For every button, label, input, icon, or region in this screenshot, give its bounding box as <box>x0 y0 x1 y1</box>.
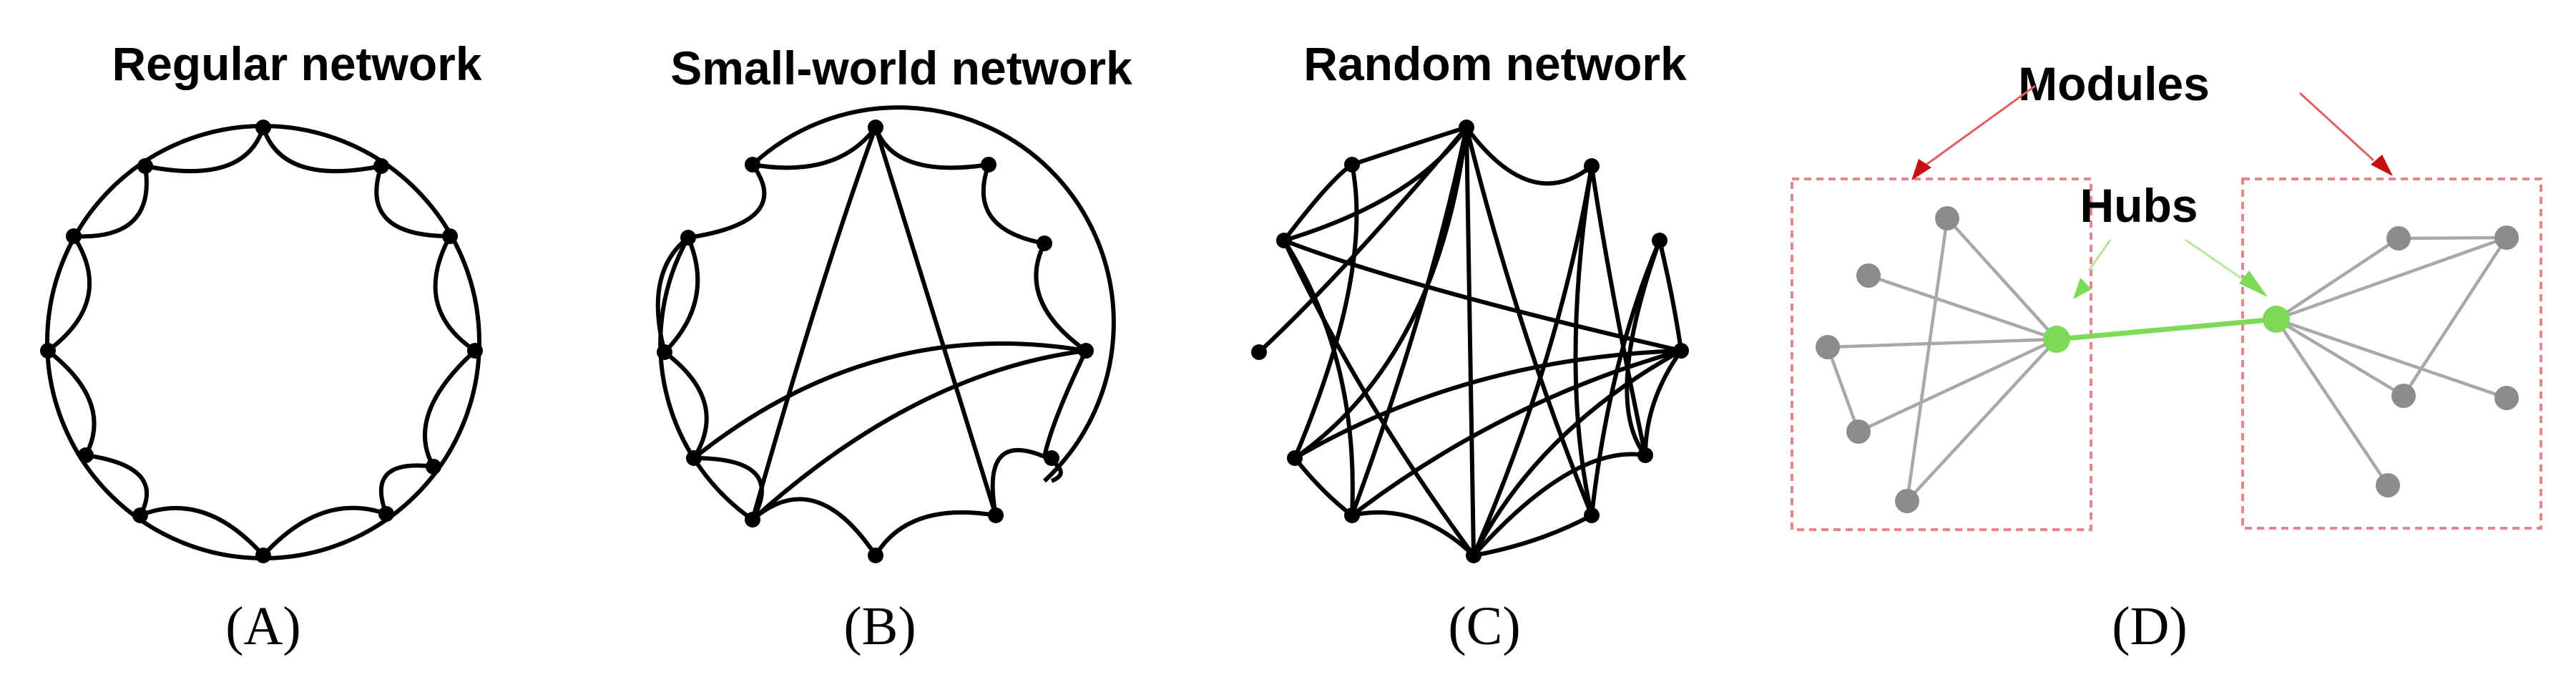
caption-b: (B) <box>843 596 916 656</box>
ring-arc-lower <box>658 236 754 522</box>
hub-node-right <box>2263 306 2290 333</box>
small-world-network-graph <box>655 105 1116 563</box>
hub-connection <box>2056 316 2277 342</box>
regular-network-title: Regular network <box>112 37 481 90</box>
random-network-title: Random network <box>1303 37 1687 90</box>
right-module-edges <box>2275 235 2508 487</box>
left-module-edges <box>1826 217 2058 502</box>
modules-label: Modules <box>2018 57 2210 110</box>
nodes <box>40 120 483 563</box>
small-world-network-title: Small-world network <box>670 42 1132 94</box>
module-arrowhead-right <box>2371 155 2393 176</box>
hub-node-left <box>2043 326 2070 353</box>
caption-d: (D) <box>2112 596 2188 656</box>
hub-pointer-right <box>2185 238 2243 281</box>
module-pointer-left <box>1924 84 2036 167</box>
hub-arrowhead-left <box>2073 278 2092 299</box>
hub-pointer-left <box>2087 239 2112 271</box>
local-edges <box>46 127 477 558</box>
edges <box>1257 125 1683 558</box>
regular-network-graph <box>40 120 483 563</box>
module-pointer-right <box>2298 92 2375 162</box>
module-arrowhead-left <box>1911 159 1931 180</box>
module-box-right <box>2241 178 2542 530</box>
ring-arc-upper <box>750 105 1116 483</box>
caption-a: (A) <box>225 596 301 656</box>
right-module-nodes <box>2376 225 2519 497</box>
edges <box>655 126 1088 557</box>
hubs-label: Hubs <box>2080 179 2198 232</box>
module-box-left <box>1791 178 2092 531</box>
left-module-nodes <box>1816 206 1959 513</box>
nodes <box>1251 120 1689 563</box>
random-network-graph <box>1251 120 1689 563</box>
hub-arrowhead-right <box>2239 271 2268 297</box>
modules-hubs-diagram: Modules Hubs <box>1791 57 2542 531</box>
nodes <box>657 120 1094 563</box>
caption-c: (C) <box>1448 596 1520 656</box>
ring <box>45 124 481 560</box>
